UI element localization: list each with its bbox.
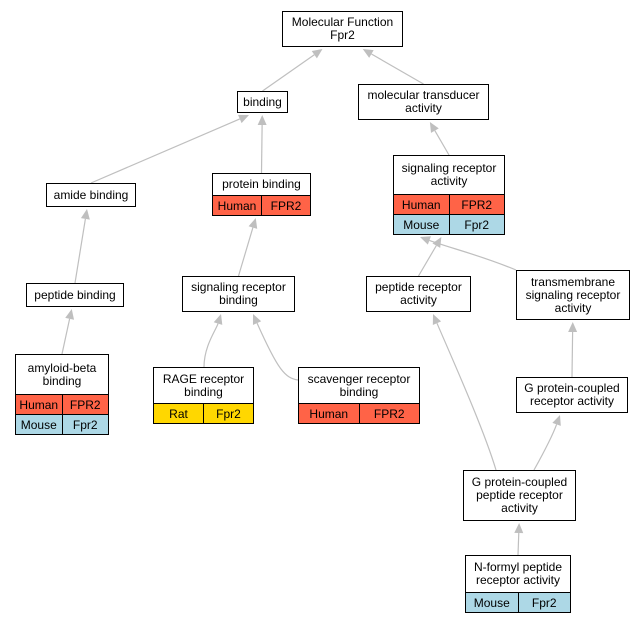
- edge-sra-to-mta: [434, 130, 450, 156]
- edge-arrowhead: [568, 322, 578, 333]
- gene-cell: Fpr2: [61, 415, 109, 434]
- gene-cell: FPR2: [358, 404, 420, 423]
- node-pepbind[interactable]: peptide binding: [26, 283, 124, 307]
- node-title: amyloid-beta binding: [27, 360, 97, 388]
- edge-pepbind-to-amide: [74, 218, 86, 284]
- species-cell: Human: [217, 198, 257, 213]
- node-gpcpra[interactable]: G protein-coupled peptide receptor activ…: [463, 470, 576, 521]
- edge-abeta-to-pepbind: [61, 318, 71, 355]
- node-title: G protein-coupled peptide receptor activ…: [471, 475, 568, 515]
- node-title: amide binding: [53, 187, 129, 202]
- edge-binding-to-mf: [262, 54, 315, 92]
- edge-arrowhead: [80, 209, 90, 220]
- edge-protbind-to-binding: [260, 124, 263, 174]
- species-cell: Human: [401, 197, 441, 212]
- node-title: N-formyl peptide receptor activity: [473, 560, 563, 587]
- edge-arrowhead: [311, 49, 323, 59]
- node-title: peptide binding: [34, 287, 116, 302]
- node-title: G protein-coupled receptor activity: [524, 381, 620, 408]
- node-gpcr[interactable]: G protein-coupled receptor activity: [516, 377, 628, 413]
- node-title: scavenger receptor binding: [307, 371, 411, 399]
- node-title: transmembrane signaling receptor activit…: [525, 274, 621, 315]
- species-cell: Human: [19, 397, 59, 412]
- edge-arrowhead: [552, 415, 561, 426]
- edge-arrowhead: [257, 115, 267, 126]
- species-cell: Human: [309, 406, 349, 421]
- edge-pra-to-sra: [417, 245, 437, 277]
- edge-arrowhead: [362, 49, 374, 58]
- species-cell: Rat: [169, 406, 188, 421]
- edge-mta-to-mf: [371, 53, 424, 85]
- edge-arrowhead: [514, 523, 524, 534]
- edge-arrowhead: [252, 314, 262, 325]
- node-title: protein binding: [222, 177, 301, 191]
- species-row: Human FPR2: [299, 403, 419, 423]
- edge-gpcpra-to-gpcr: [533, 424, 558, 471]
- species-row: Mouse Fpr2: [394, 214, 504, 234]
- gene-cell: FPR2: [261, 196, 310, 215]
- edge-gpcpra-to-pra: [436, 322, 497, 471]
- edge-tsra-to-sra: [429, 239, 517, 271]
- edge-arrowhead: [420, 236, 431, 245]
- edge-arrowhead: [248, 218, 258, 229]
- gene-cell: FPR2: [448, 195, 505, 214]
- node-title: signaling receptor binding: [191, 280, 286, 307]
- species-row: Mouse Fpr2: [466, 592, 570, 612]
- edge-rage-to-srb: [203, 323, 219, 368]
- edge-arrowhead: [429, 122, 439, 133]
- edge-arrowhead: [238, 114, 249, 124]
- gene-cell: Fpr2: [517, 593, 571, 612]
- edge-arrowhead: [213, 314, 223, 325]
- species-row: Human FPR2: [394, 194, 504, 214]
- gene-cell: FPR2: [61, 395, 109, 414]
- species-row: Rat Fpr2: [154, 403, 253, 423]
- node-srb[interactable]: signaling receptor binding: [182, 276, 295, 312]
- node-mta[interactable]: molecular transducer activity: [358, 84, 489, 120]
- node-title: binding: [243, 94, 282, 109]
- edge-arrowhead: [432, 237, 442, 248]
- gene-cell: Fpr2: [203, 404, 253, 423]
- edge-scav-to-srb: [256, 322, 299, 381]
- edge-srb-to-protbind: [237, 227, 254, 277]
- node-tsra[interactable]: transmembrane signaling receptor activit…: [516, 270, 630, 320]
- edge-gpcr-to-tsra: [571, 331, 574, 378]
- node-title: peptide receptor activity: [375, 280, 462, 307]
- edge-amide-to-binding: [90, 118, 241, 184]
- species-row: Mouse Fpr2: [16, 414, 108, 434]
- edge-arrowhead: [432, 314, 442, 325]
- species-row: Human FPR2: [213, 195, 310, 215]
- species-cell: Mouse: [473, 595, 510, 610]
- edge-arrowhead: [65, 309, 75, 320]
- node-title: RAGE receptor binding: [162, 371, 245, 399]
- node-title: Molecular Function Fpr2: [291, 15, 394, 42]
- node-title: molecular transducer activity: [367, 88, 480, 115]
- node-amide[interactable]: amide binding: [46, 183, 136, 207]
- node-pra[interactable]: peptide receptor activity: [366, 276, 471, 312]
- node-title: signaling receptor activity: [401, 161, 497, 188]
- node-binding[interactable]: binding: [237, 91, 288, 113]
- species-cell: Mouse: [20, 417, 57, 432]
- gene-cell: Fpr2: [448, 215, 505, 234]
- edge-nfpra-to-gpcpra: [517, 532, 520, 556]
- node-mf[interactable]: Molecular Function Fpr2: [282, 11, 403, 47]
- species-cell: Mouse: [403, 217, 440, 232]
